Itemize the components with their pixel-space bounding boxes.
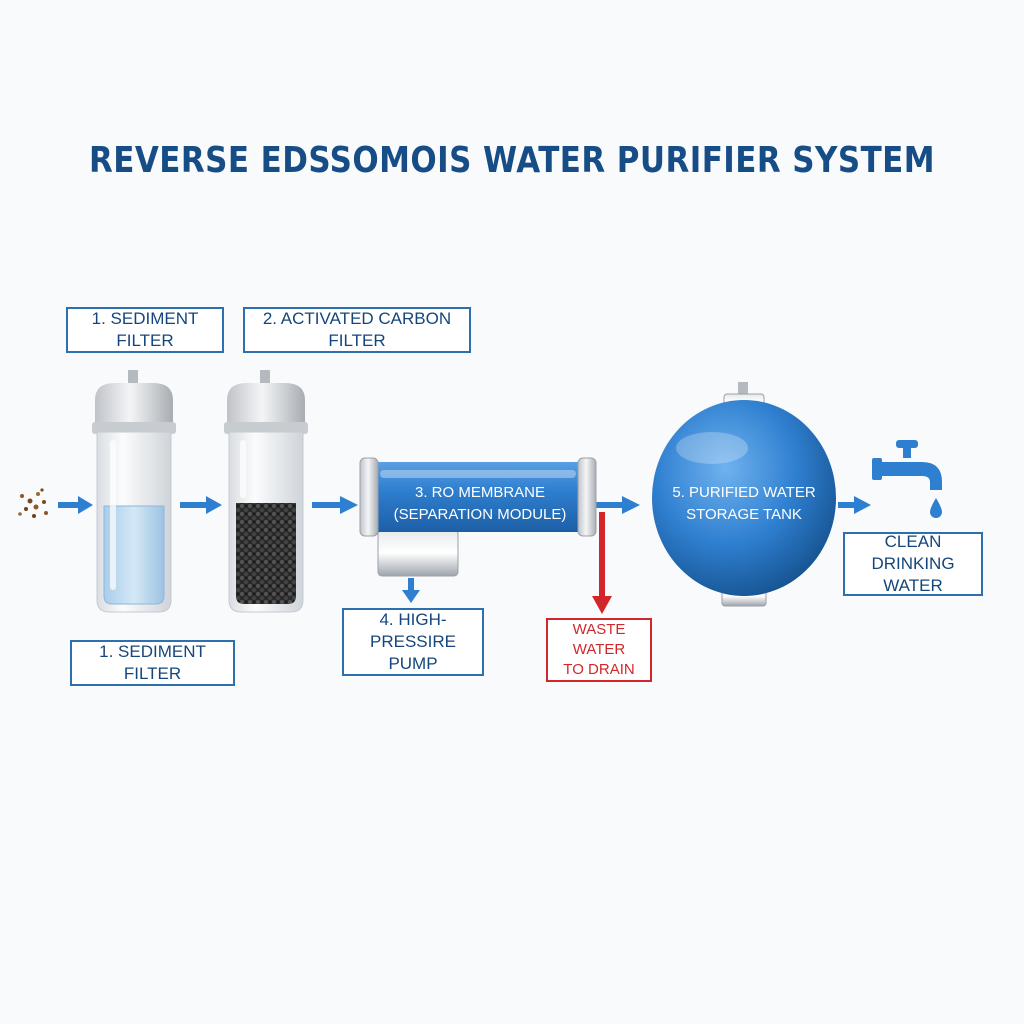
waste-arrow xyxy=(592,512,612,614)
water-drop-icon xyxy=(930,498,942,518)
label-clean-drinking-water: CLEAN DRINKING WATER xyxy=(843,532,983,596)
faucet-icon xyxy=(872,440,942,490)
ro-membrane-module xyxy=(359,457,597,577)
storage-tank xyxy=(652,382,836,607)
label-high-pressure-pump: 4. HIGH-PRESSIRE PUMP xyxy=(342,608,484,676)
carbon-filter-cartridge xyxy=(224,370,308,613)
sediment-filter-cartridge xyxy=(92,370,176,613)
label-activated-carbon-filter: 2. ACTIVATED CARBON FILTER xyxy=(243,307,471,353)
label-sediment-filter-bottom: 1. SEDIMENT FILTER xyxy=(70,640,235,686)
label-sediment-filter-top: 1. SEDIMENT FILTER xyxy=(66,307,224,353)
flow-arrows xyxy=(58,496,871,603)
label-waste-water: WASTE WATER TO DRAIN xyxy=(546,618,652,682)
sediment-particles-icon xyxy=(18,488,48,518)
diagram-title: REVERSE EDSSOMOIS WATER PURIFIER SYSTEM xyxy=(89,140,935,181)
label-storage-tank: 5. PURIFIED WATER STORAGE TANK xyxy=(672,484,816,523)
label-ro-membrane: 3. RO MEMBRANE (SEPARATION MODULE) xyxy=(393,484,567,523)
